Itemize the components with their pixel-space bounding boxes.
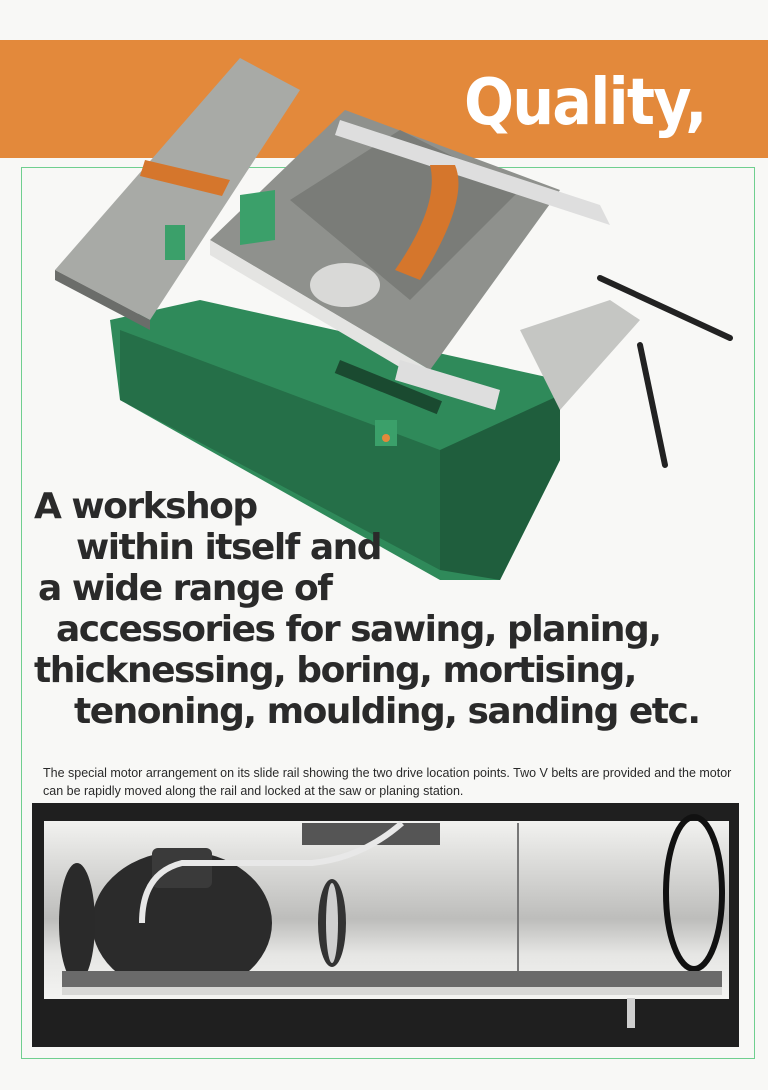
photo-caption: The special motor arrangement on its sli… <box>43 766 732 798</box>
motor-photo <box>32 803 739 1047</box>
headline: A workshop within itself and a wide rang… <box>34 486 701 732</box>
headline-line: thicknessing, boring, mortising, <box>34 650 637 691</box>
motor-photo-image <box>44 814 729 1028</box>
machine-illustration <box>55 58 733 580</box>
headline-line: tenoning, moulding, sanding etc. <box>74 691 701 732</box>
page-title: Quality, <box>464 66 708 140</box>
headline-line: within itself and <box>76 527 383 568</box>
headline-line: a wide range of <box>38 568 333 609</box>
headline-line: accessories for sawing, planing, <box>56 609 662 650</box>
headline-line: A workshop <box>34 486 258 527</box>
